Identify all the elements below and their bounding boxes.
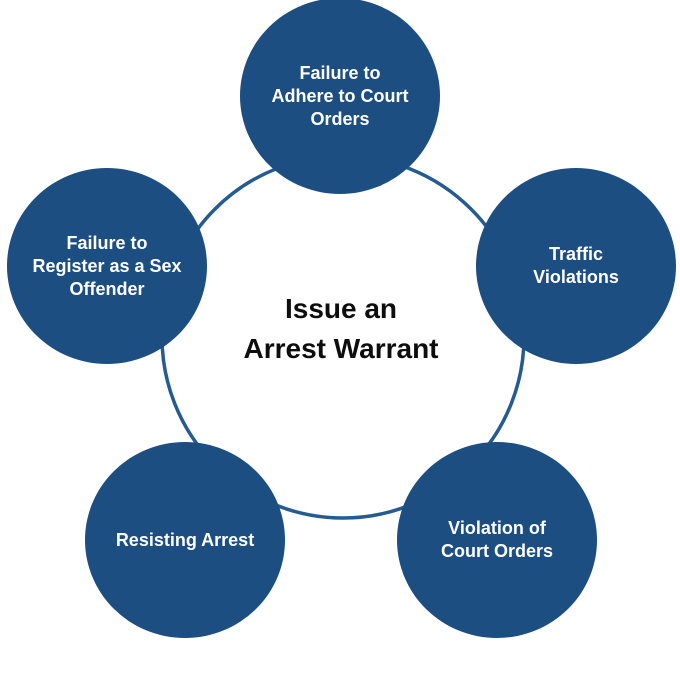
- node-label-line: Court Orders: [440, 541, 554, 561]
- node-label-line: Orders: [310, 108, 370, 129]
- node-violation-of-court-orders: Violation of Court Orders: [397, 442, 597, 638]
- center-label-line: Issue an: [284, 293, 398, 324]
- node-label-line: Traffic: [548, 244, 604, 264]
- node-traffic-violations: Traffic Violations: [476, 168, 676, 364]
- node-label-line: Failure to: [299, 62, 381, 83]
- node-failure-to-register-as-a-sex-offender: Failure to Register as a Sex Offender: [7, 168, 207, 364]
- node-label-line: Failure to: [66, 232, 148, 253]
- node-label-line: Register as a Sex: [32, 255, 182, 276]
- node-label-line: Resisting Arrest: [115, 529, 255, 550]
- node-resisting-arrest: Resisting Arrest: [85, 442, 285, 638]
- center-label-line: Arrest Warrant: [243, 333, 439, 364]
- node-failure-to-adhere-to-court-orders: Failure to Adhere to Court Orders: [240, 0, 440, 194]
- node-label-line: Violation of: [448, 518, 546, 538]
- center-label: Issue an Arrest Warrant: [243, 289, 438, 369]
- node-label-line: Violations: [533, 267, 619, 287]
- node-label-line: Adhere to Court: [271, 85, 409, 106]
- node-label-line: Offender: [69, 278, 145, 299]
